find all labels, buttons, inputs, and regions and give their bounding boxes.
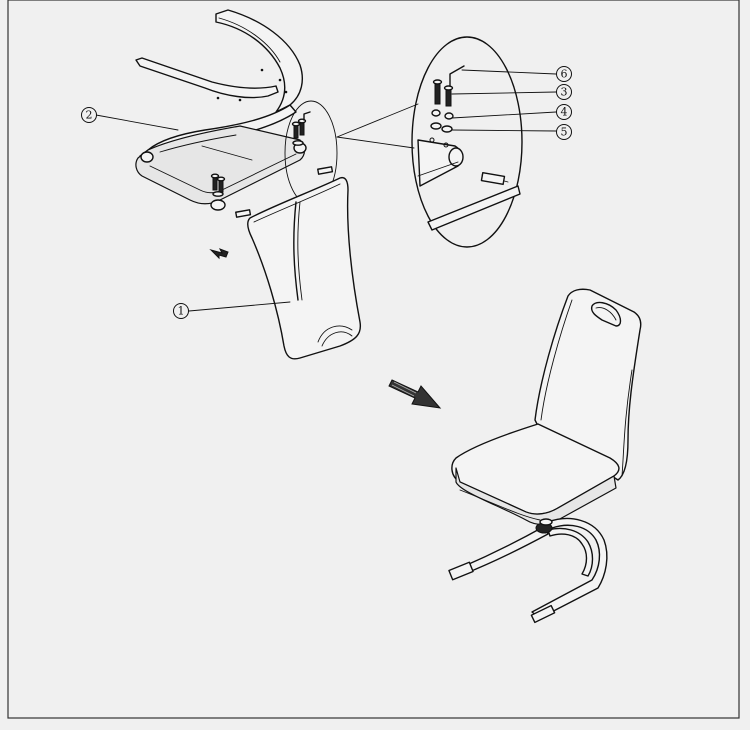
- callout-1-label: 1: [178, 305, 185, 318]
- assembled-chair: [448, 288, 642, 624]
- page-frame: [7, 0, 740, 719]
- callout-5-label: 5: [561, 126, 568, 139]
- callout-6: 6: [556, 66, 572, 82]
- callout-4: 4: [556, 104, 572, 120]
- callout-3-label: 3: [561, 86, 568, 99]
- backrest-part: [235, 166, 362, 360]
- callout-5: 5: [556, 124, 572, 140]
- seat-frame-part: [135, 9, 311, 211]
- bolt-group-upper: [291, 111, 311, 146]
- result-arrow: [388, 379, 442, 409]
- insert-arrow: [209, 248, 229, 260]
- callout-3: 3: [556, 84, 572, 100]
- callout-4-label: 4: [561, 106, 568, 119]
- callout-2-label: 2: [86, 109, 93, 122]
- callout-2: 2: [81, 107, 97, 123]
- callout-6-label: 6: [561, 68, 568, 81]
- bolt-group-lower: [210, 173, 226, 197]
- detail-magnifier: [411, 36, 523, 248]
- callout-1: 1: [173, 303, 189, 319]
